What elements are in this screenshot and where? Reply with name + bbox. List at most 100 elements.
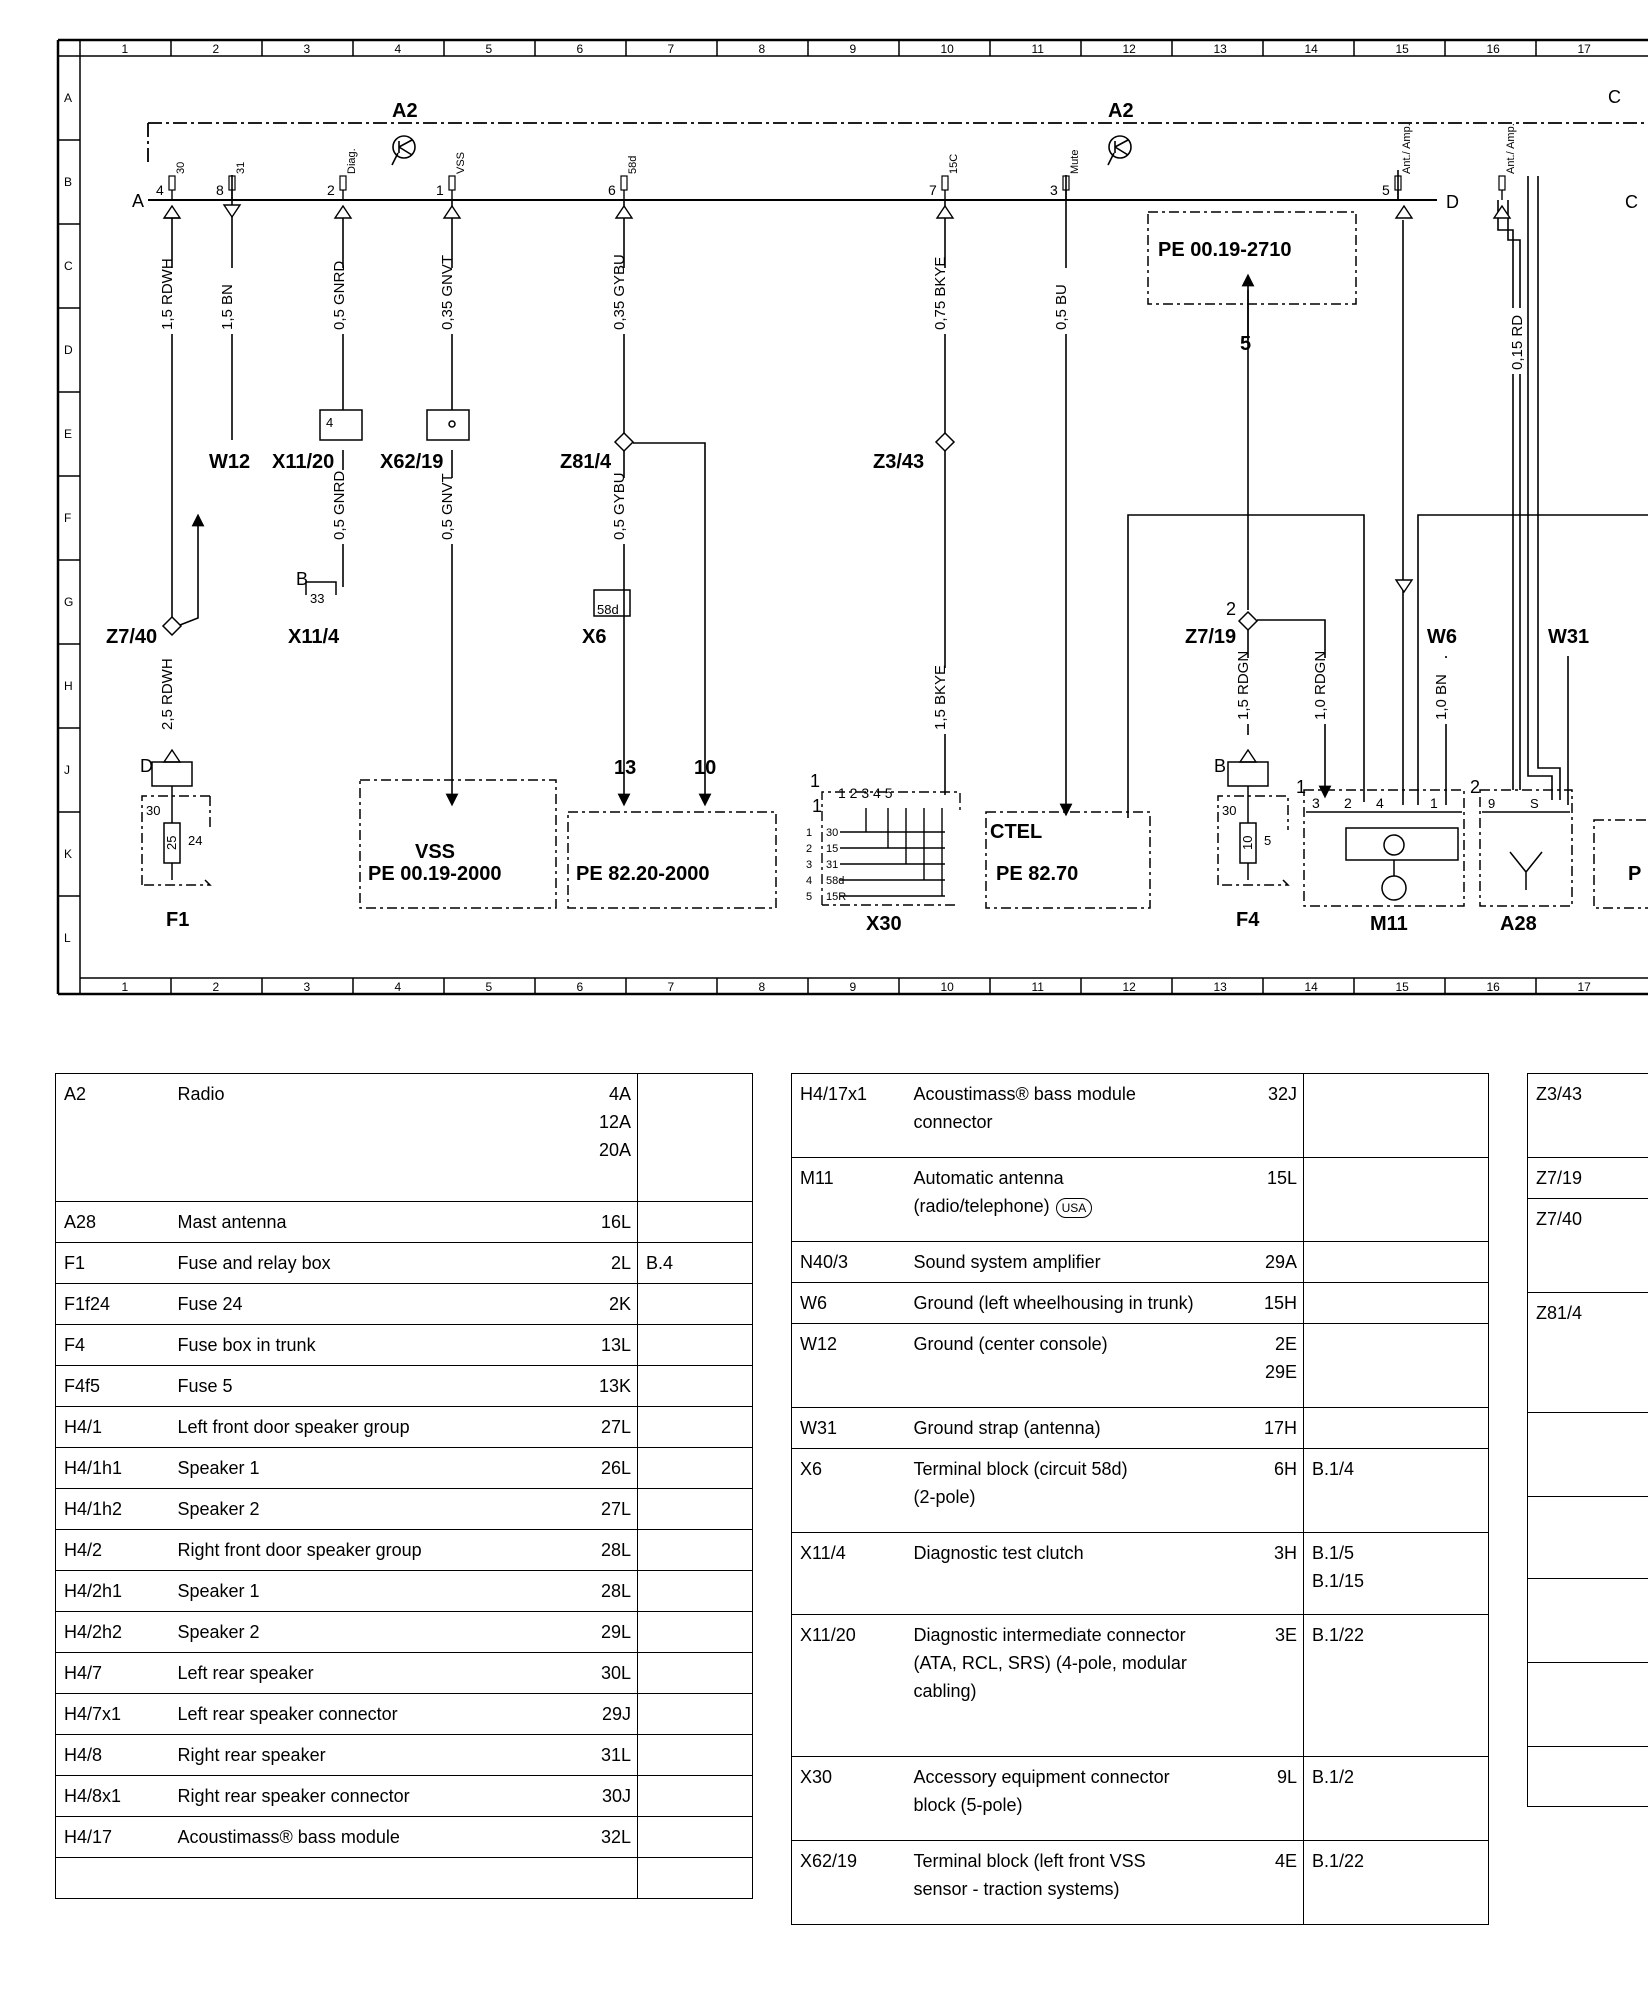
grid-col-9: 9 [850, 980, 857, 994]
legend-location: 30J [507, 1775, 638, 1817]
grid-col-13: 13 [1214, 42, 1228, 56]
grid-col-16: 16 [1487, 42, 1501, 56]
f4-connector-b: B [1214, 756, 1226, 776]
grid-col-15: 15 [1396, 980, 1410, 994]
legend-row: Z7/19 [1527, 1157, 1648, 1199]
legend-description: Ground (center console) [905, 1323, 1244, 1408]
legend-code [1527, 1578, 1648, 1663]
legend-location: 28L [507, 1570, 638, 1612]
grid-col-11: 11 [1032, 980, 1045, 994]
grid-row-L: L [64, 931, 71, 945]
legend-code: H4/1 [55, 1406, 170, 1448]
legend-code: F1f24 [55, 1283, 170, 1325]
w31-label: W31 [1548, 626, 1589, 648]
wire-label: 1,0 BN [1433, 674, 1450, 720]
grid-col-4: 4 [395, 42, 402, 56]
legend-location: 13L [507, 1324, 638, 1366]
grid-row-K: K [64, 847, 72, 861]
grid-row-D: D [64, 343, 73, 357]
legend-description: Right front door speaker group [169, 1529, 508, 1571]
legend-location: 29A [1243, 1241, 1304, 1283]
legend-description: Sound system amplifier [905, 1241, 1244, 1283]
legend-row [1527, 1746, 1648, 1807]
grid-col-8: 8 [759, 980, 766, 994]
x30-row-num: 4 [806, 875, 812, 887]
f4-pin5: 5 [1264, 833, 1271, 848]
legend-reference [1303, 1407, 1489, 1449]
module-a2-right-label: A2 [1108, 100, 1134, 122]
legend-reference [637, 1324, 753, 1366]
m11-pin: 1 [1430, 795, 1438, 811]
legend-location: 27L [507, 1488, 638, 1530]
legend-code: Z81/4 [1527, 1292, 1648, 1413]
legend-location: 29J [507, 1693, 638, 1735]
legend-reference: B.1/5 B.1/15 [1303, 1532, 1489, 1615]
legend-location: 4E [1243, 1840, 1304, 1925]
legend-reference [1303, 1241, 1489, 1283]
grid-col-3: 3 [304, 980, 311, 994]
legend-code [1527, 1662, 1648, 1747]
ref-vss: VSS [415, 841, 455, 863]
legend-location: 16L [507, 1201, 638, 1243]
legend-code: X11/20 [791, 1614, 906, 1757]
legend-location: 27L [507, 1406, 638, 1448]
legend-code: H4/7x1 [55, 1693, 170, 1735]
legend-code: A2 [55, 1073, 170, 1202]
x30-row-num: 1 [806, 827, 812, 839]
pin-signal: 15C [948, 154, 960, 174]
grid-col-14: 14 [1305, 42, 1319, 56]
x6-connector [593, 589, 631, 617]
legend-description: Fuse box in trunk [169, 1324, 508, 1366]
z7-40-label: Z7/40 [106, 626, 157, 648]
grid-col-6: 6 [577, 42, 584, 56]
legend-location: 6H [1243, 1448, 1304, 1533]
legend-description: Terminal block (circuit 58d) (2-pole) [905, 1448, 1244, 1533]
legend-code: F4f5 [55, 1365, 170, 1407]
diagram-frame [56, 38, 1648, 996]
legend-location: 30L [507, 1652, 638, 1694]
f1-fuse-value: 25 [164, 836, 179, 850]
legend-code: Z7/19 [1527, 1157, 1648, 1199]
legend-code: H4/2h1 [55, 1570, 170, 1612]
pin-number: 6 [608, 182, 616, 198]
legend-code [55, 1857, 170, 1899]
z81-4-label: Z81/4 [560, 451, 612, 473]
x30-connector [821, 791, 961, 906]
wire-label: 1,5 RDWH [159, 258, 176, 330]
wire-label: 0,5 GNRD [331, 261, 348, 330]
legend-code: W12 [791, 1323, 906, 1408]
wire-label: 1,0 RDGN [1312, 651, 1329, 720]
pin-signal: 31 [235, 162, 247, 174]
legend-code: H4/8 [55, 1734, 170, 1776]
legend-location: 9L [1243, 1756, 1304, 1841]
pin-number: 7 [929, 182, 937, 198]
grid-col-1: 1 [122, 42, 129, 56]
legend-reference [637, 1529, 753, 1571]
legend-description: Right rear speaker [169, 1734, 508, 1776]
grid-col-1: 1 [122, 980, 129, 994]
grid-col-12: 12 [1123, 42, 1137, 56]
wire-label: 2,5 RDWH [159, 658, 176, 730]
legend-description: Fuse 5 [169, 1365, 508, 1407]
legend-code: W31 [791, 1407, 906, 1449]
wire-label: 0,35 GNVT [439, 255, 456, 330]
wire-label: 0,5 BU [1053, 284, 1070, 330]
f4-fuse-box [1217, 761, 1290, 886]
legend-code: H4/2 [55, 1529, 170, 1571]
m11-antenna-motor [1303, 789, 1465, 907]
wire-label: 1,5 BKYE [932, 665, 949, 730]
ref-pe-right: P [1628, 863, 1641, 885]
legend-code: F4 [55, 1324, 170, 1366]
grid-row-H: H [64, 679, 73, 693]
